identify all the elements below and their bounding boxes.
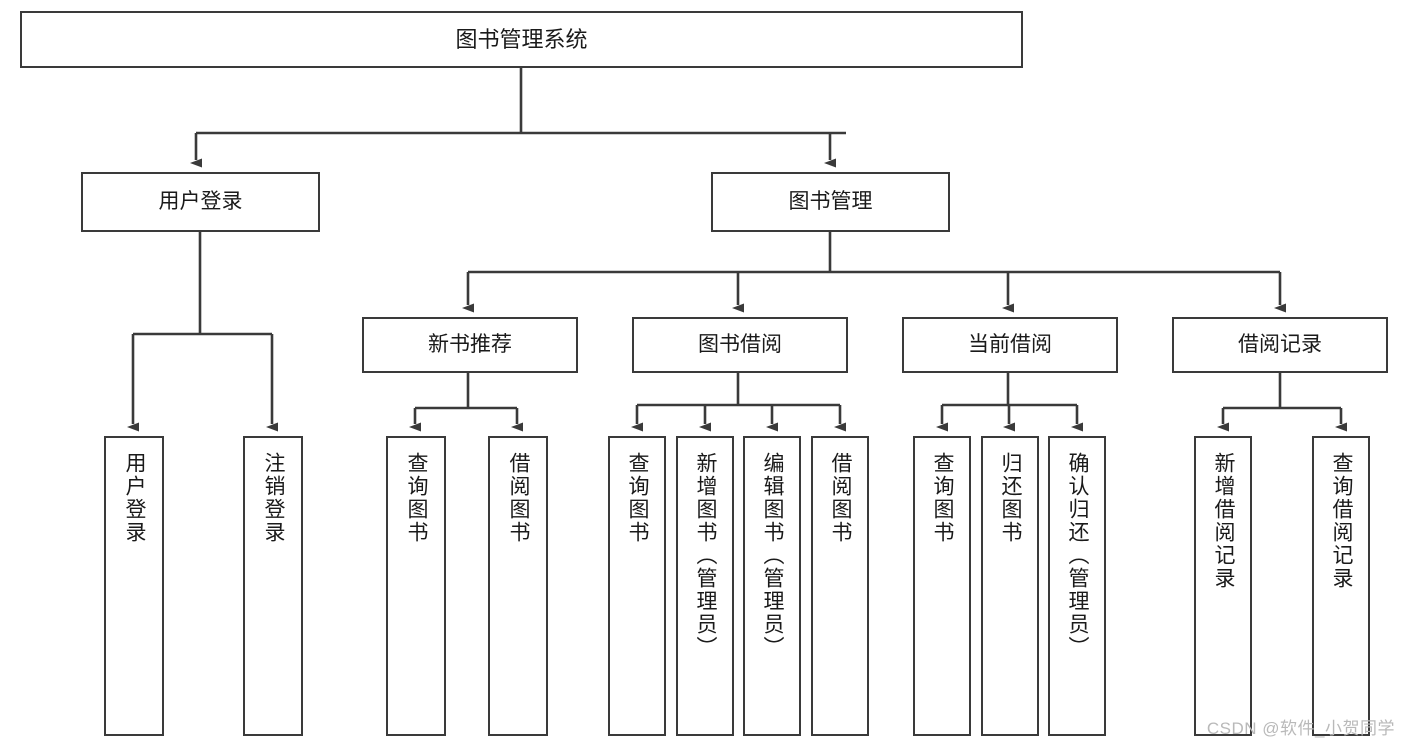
watermark-text: CSDN @软件_小贺同学	[1206, 719, 1395, 738]
node-root-label: 图书管理系统	[455, 26, 588, 52]
node-leaf-record-query[interactable]: 查询借阅记录	[1312, 436, 1370, 736]
node-book-borrow-label: 图书借阅	[698, 332, 782, 356]
node-leaf-rec-query-book[interactable]: 查询图书	[386, 436, 446, 736]
node-leaf-current-return-book-label: 归还图书	[999, 452, 1023, 544]
node-leaf-record-add[interactable]: 新增借阅记录	[1194, 436, 1252, 736]
node-leaf-current-return-book[interactable]: 归还图书	[981, 436, 1039, 736]
node-leaf-borrow-add-book-label: 新增图书（管理员）	[694, 452, 718, 659]
node-leaf-borrow-edit-book-label: 编辑图书（管理员）	[761, 452, 785, 659]
node-book-borrow[interactable]: 图书借阅	[632, 317, 848, 373]
node-book-manage[interactable]: 图书管理	[711, 172, 950, 232]
node-current-borrow-label: 当前借阅	[968, 332, 1052, 356]
node-user-login[interactable]: 用户登录	[81, 172, 320, 232]
node-leaf-rec-query-book-label: 查询图书	[405, 452, 429, 544]
node-book-manage-label: 图书管理	[788, 189, 873, 213]
node-leaf-record-query-label: 查询借阅记录	[1330, 452, 1354, 590]
node-leaf-record-add-label: 新增借阅记录	[1212, 452, 1236, 590]
node-leaf-user-logout[interactable]: 注销登录	[243, 436, 303, 736]
node-leaf-rec-borrow-book[interactable]: 借阅图书	[488, 436, 548, 736]
node-leaf-current-confirm-return-label: 确认归还（管理员）	[1066, 452, 1090, 659]
node-leaf-current-query-book[interactable]: 查询图书	[913, 436, 971, 736]
node-leaf-borrow-borrow-book-label: 借阅图书	[829, 452, 853, 544]
node-leaf-borrow-add-book[interactable]: 新增图书（管理员）	[676, 436, 734, 736]
node-leaf-user-login-label: 用户登录	[123, 452, 147, 544]
node-new-book-rec[interactable]: 新书推荐	[362, 317, 578, 373]
node-new-book-rec-label: 新书推荐	[428, 332, 512, 356]
node-borrow-record[interactable]: 借阅记录	[1172, 317, 1388, 373]
node-leaf-borrow-edit-book[interactable]: 编辑图书（管理员）	[743, 436, 801, 736]
node-user-login-label: 用户登录	[158, 189, 243, 213]
node-leaf-user-logout-label: 注销登录	[262, 452, 286, 544]
node-leaf-current-query-book-label: 查询图书	[931, 452, 955, 544]
node-leaf-borrow-query-book[interactable]: 查询图书	[608, 436, 666, 736]
node-leaf-rec-borrow-book-label: 借阅图书	[507, 452, 531, 544]
node-borrow-record-label: 借阅记录	[1238, 332, 1322, 356]
node-leaf-borrow-borrow-book[interactable]: 借阅图书	[811, 436, 869, 736]
node-leaf-borrow-query-book-label: 查询图书	[626, 452, 650, 544]
node-leaf-user-login[interactable]: 用户登录	[104, 436, 164, 736]
node-current-borrow[interactable]: 当前借阅	[902, 317, 1118, 373]
node-leaf-current-confirm-return[interactable]: 确认归还（管理员）	[1048, 436, 1106, 736]
node-root[interactable]: 图书管理系统	[20, 11, 1023, 68]
